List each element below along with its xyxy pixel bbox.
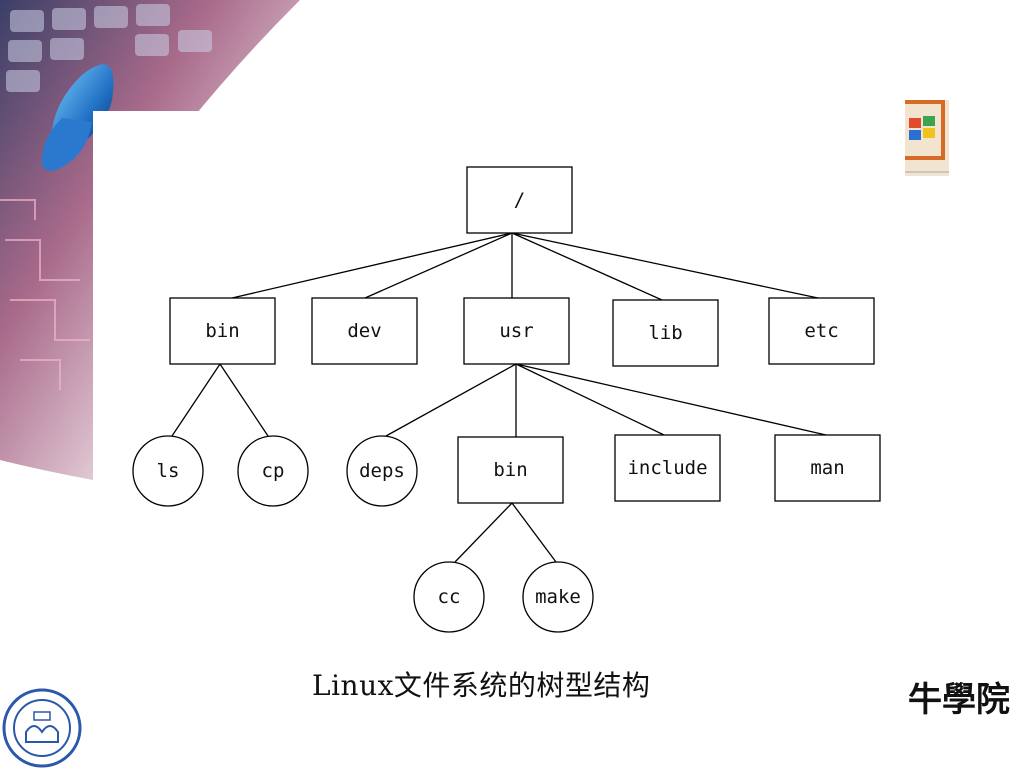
diagram-caption: Linux文件系统的树型结构 <box>312 669 651 702</box>
edge-usr-include <box>515 363 665 436</box>
edge-usr-deps <box>385 363 517 437</box>
node-etc-label: etc <box>804 320 838 342</box>
node-cp: cp <box>237 435 309 507</box>
node-etc-rect <box>768 297 875 365</box>
node-bin: bin <box>169 297 276 365</box>
tree-nodes: / bin dev usr lib etc ls cp deps bin include man cc m… <box>132 166 881 633</box>
node-make: make <box>522 561 594 633</box>
node-bin-label: bin <box>205 320 239 342</box>
edge-root-dev <box>364 232 513 299</box>
node-deps-circle <box>346 435 418 507</box>
node-usr-bin-label: bin <box>493 459 527 481</box>
edge-usr-bin-make <box>511 502 557 563</box>
edge-usr-man <box>515 363 827 436</box>
node-usr: usr <box>463 297 570 365</box>
node-usr-rect <box>463 297 570 365</box>
node-usr-bin: bin <box>457 436 564 504</box>
edge-bin-cp <box>219 363 269 437</box>
node-lib: lib <box>612 299 719 367</box>
node-ls-circle <box>132 435 204 507</box>
node-make-circle <box>522 561 594 633</box>
node-root-label: / <box>514 189 525 211</box>
edge-root-etc <box>511 232 819 299</box>
node-dev: dev <box>311 297 418 365</box>
node-etc: etc <box>768 297 875 365</box>
node-dev-label: dev <box>347 320 381 342</box>
windows-logo <box>905 100 949 176</box>
node-deps-label: deps <box>359 460 405 482</box>
node-include-label: include <box>627 457 707 479</box>
node-cc: cc <box>413 561 485 633</box>
node-cc-circle <box>413 561 485 633</box>
node-lib-rect <box>612 299 719 367</box>
tree-edges <box>171 232 827 563</box>
node-make-label: make <box>535 586 581 608</box>
edge-root-lib <box>511 232 663 301</box>
college-name-calligraphy: 牛學院 <box>908 680 1010 720</box>
node-cp-circle <box>237 435 309 507</box>
node-dev-rect <box>311 297 418 365</box>
university-seal-logo <box>2 688 82 768</box>
node-man: man <box>774 434 881 502</box>
edge-root-bin <box>231 232 513 299</box>
node-include: include <box>614 434 721 502</box>
node-cc-label: cc <box>438 586 461 608</box>
node-include-rect <box>614 434 721 502</box>
filesystem-tree-diagram: / bin dev usr lib etc ls cp deps bin include man cc m… <box>132 166 881 633</box>
background-artwork <box>0 0 300 480</box>
node-man-rect <box>774 434 881 502</box>
node-usr-label: usr <box>499 320 533 342</box>
node-bin-rect <box>169 297 276 365</box>
node-root: / <box>466 166 573 234</box>
edge-bin-ls <box>171 363 221 437</box>
node-man-label: man <box>810 457 844 479</box>
node-cp-label: cp <box>262 460 285 482</box>
node-ls-label: ls <box>157 460 180 482</box>
node-lib-label: lib <box>648 322 682 344</box>
node-deps: deps <box>346 435 418 507</box>
node-root-rect <box>466 166 573 234</box>
edge-usr-bin-cc <box>454 502 513 563</box>
node-ls: ls <box>132 435 204 507</box>
node-usr-bin-rect <box>457 436 564 504</box>
slide-panel: / bin dev usr lib etc ls cp deps bin include man cc m… <box>93 111 906 671</box>
